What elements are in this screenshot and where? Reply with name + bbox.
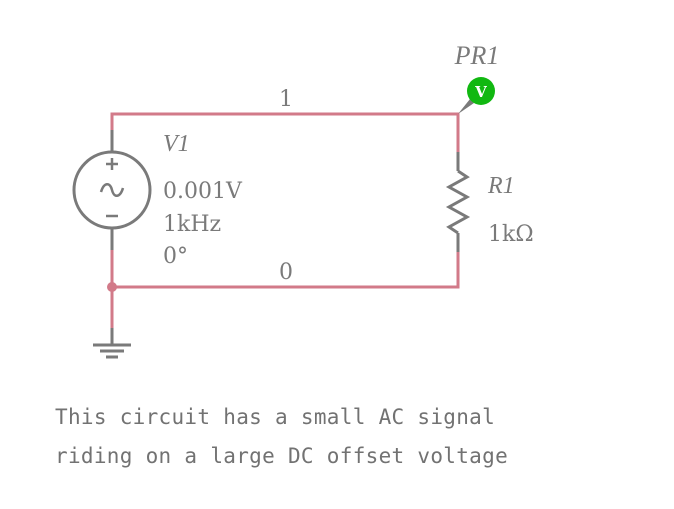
- resistor-name: R1: [487, 173, 515, 199]
- ac-voltage-source[interactable]: [72, 130, 152, 250]
- resistor-value: 1kΩ: [488, 222, 534, 247]
- voltage-probe[interactable]: V: [458, 77, 495, 114]
- net-label-0: 0: [279, 260, 293, 285]
- junction-dot: [107, 282, 117, 292]
- description-line-2: riding on a large DC offset voltage: [55, 444, 509, 468]
- sine-wave-icon: [99, 183, 125, 197]
- probe-name: PR1: [454, 41, 500, 70]
- resistor-zigzag-icon: [445, 169, 471, 235]
- wires: [107, 112, 460, 328]
- wire-net-0[interactable]: [110, 228, 460, 289]
- net-label-1: 1: [279, 87, 293, 112]
- source-amplitude: 0.001V: [163, 179, 243, 204]
- ground-icon[interactable]: [93, 328, 131, 359]
- source-name: V1: [163, 131, 190, 157]
- circuit-description: This circuit has a small AC signal riding…: [55, 398, 508, 476]
- source-frequency: 1kHz: [163, 212, 221, 237]
- probe-letter: V: [474, 83, 487, 101]
- probe-body: [467, 77, 495, 105]
- probe-pointer: [458, 99, 474, 114]
- description-line-1: This circuit has a small AC signal: [55, 405, 496, 429]
- plus-icon: [106, 158, 118, 170]
- source-phase: 0°: [163, 244, 188, 269]
- resistor[interactable]: [445, 152, 471, 252]
